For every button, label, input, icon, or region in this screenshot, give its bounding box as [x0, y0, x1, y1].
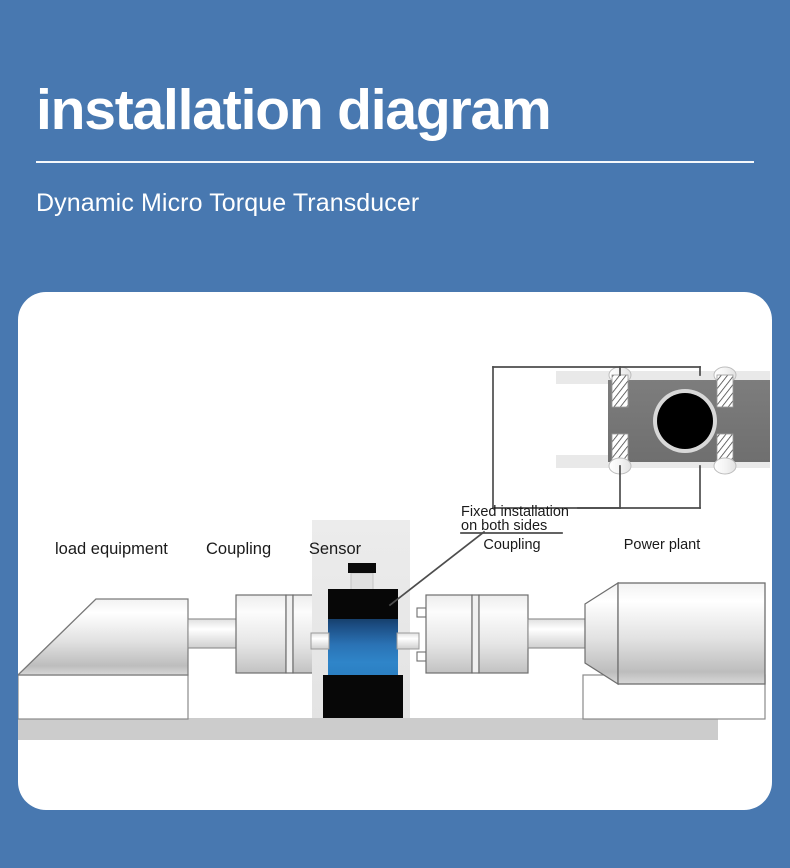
page-subtitle: Dynamic Micro Torque Transducer — [36, 189, 420, 217]
leader-lines — [388, 366, 701, 607]
label-coupling-left: Coupling — [206, 540, 271, 558]
label-power-plant: Power plant — [624, 537, 701, 553]
motor-nose-taper — [584, 581, 619, 686]
load-equipment-body — [18, 598, 189, 676]
coupling-right-tab-top — [416, 607, 427, 618]
label-fixed-installation-line2: on both sides — [461, 518, 547, 534]
sensor-shaft-left — [310, 632, 330, 650]
coupling-right-tab-bottom — [416, 651, 427, 662]
installation-diagram-svg: load equipment Coupling Sensor Fixed ins… — [18, 366, 770, 740]
diagram-card: load equipment Coupling Sensor Fixed ins… — [18, 292, 772, 810]
sensor-blue-body — [328, 619, 398, 675]
load-equipment-base — [18, 674, 189, 720]
coupling-right-hub-b — [478, 594, 529, 674]
label-sensor: Sensor — [309, 540, 362, 558]
ground-bar — [18, 718, 718, 740]
label-coupling-right: Coupling — [483, 537, 540, 553]
detail-screw-top-right — [713, 366, 737, 408]
leader-sensor-pointer — [388, 530, 486, 607]
label-fixed-installation-line1: Fixed installation — [461, 504, 569, 520]
power-plant-motor — [582, 581, 766, 720]
page-title: installation diagram — [36, 78, 552, 142]
sensor-connector-stub — [350, 572, 374, 591]
load-equipment-shaft — [187, 618, 239, 649]
sensor-assembly — [310, 520, 420, 718]
sensor-lower-block — [323, 675, 403, 718]
load-equipment — [18, 598, 239, 720]
sensor-upper-block — [328, 589, 398, 619]
mounting-detail-view — [556, 366, 770, 475]
coupling-right-shaft — [527, 618, 586, 649]
sensor-shaft-right — [396, 632, 420, 650]
title-divider — [36, 161, 754, 163]
load-equipment-taper-edge — [18, 598, 97, 676]
coupling-right-hub-a — [425, 594, 473, 674]
coupling-left-hub-a — [235, 594, 287, 674]
coupling-right-gap — [471, 594, 480, 674]
sensor-connector-tab — [348, 563, 376, 573]
coupling-left-gap — [285, 594, 294, 674]
detail-bore — [657, 393, 713, 449]
label-load-equipment: load equipment — [55, 540, 168, 558]
motor-body — [617, 582, 766, 685]
detail-screw-bottom-right — [713, 433, 737, 475]
coupling-right — [416, 594, 586, 674]
